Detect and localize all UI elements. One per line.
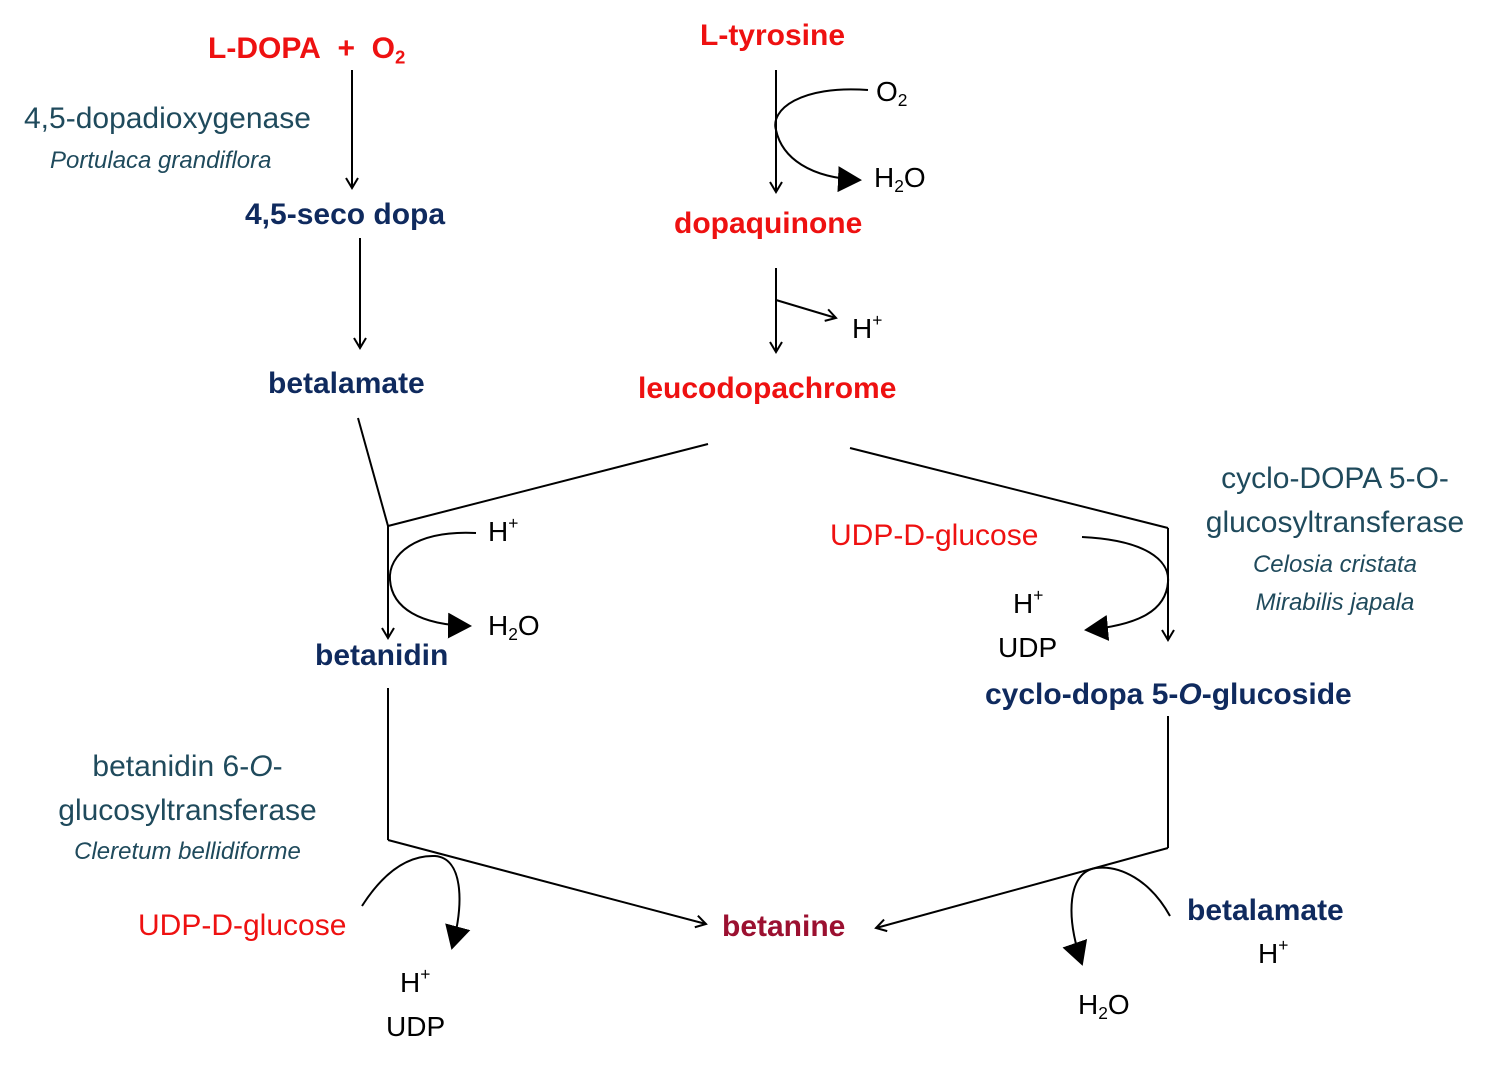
enzyme-betanidin-gt-line1: betanidin 6-O- [92,750,283,783]
line-leucodopachrome-to-left-junction [387,443,709,527]
curve-udp-glucose-to-udp [1081,536,1170,641]
cofactor-udp-glucose-left: UDP-D-glucose [138,909,347,942]
compound-l-tyrosine: L-tyrosine [700,19,846,52]
cofactor-udp-right: UDP [998,632,1058,663]
cofactor-h2o-bottom-right: H2O [1078,989,1130,1024]
cofactor-h-plus-left: H+ [488,512,519,547]
line-betalamate-to-junction [357,417,389,527]
curve-udp-glucose-to-udp-lower [361,854,471,950]
compound-dopaquinone: dopaquinone [674,207,863,240]
organism-celosia: Celosia cristata [1252,551,1418,578]
compound-ldopa-o2: L-DOPA + O2 [208,32,405,68]
organism-portulaca: Portulaca grandiflora [50,147,272,174]
compound-seco-dopa: 4,5-seco dopa [245,198,446,231]
cofactor-h-plus-bottom-right: H+ [1258,934,1289,969]
organism-cleretum: Cleretum bellidiforme [74,838,301,865]
cofactor-h2o-top: H2O [874,162,926,197]
organism-mirabilis: Mirabilis japala [1255,589,1415,616]
compound-betanine: betanine [722,910,846,943]
cofactor-h2o-left: H2O [488,610,540,645]
arrow-cyclo-dopa-glucoside-to-betanine [874,847,1169,933]
compound-leucodopachrome: leucodopachrome [638,372,897,405]
cofactor-udp-bottom: UDP [386,1011,446,1042]
cofactor-h-plus-top: H+ [852,309,883,344]
compound-cyclo-dopa-glucoside: cyclo-dopa 5-O-glucoside [985,678,1352,711]
enzyme-cyclo-dopa-gt-line1: cyclo-DOPA 5-O- [1221,462,1449,495]
curve-h-plus-to-h2o [388,531,477,639]
cofactor-o2: O2 [876,76,908,111]
arrow-release-h-plus [775,299,838,322]
curve-betalamate-to-h2o [1062,866,1171,966]
plus-sign: + [337,32,355,65]
cofactor-h-plus-bottom: H+ [400,963,431,998]
compound-betalamate-left: betalamate [268,367,425,400]
enzyme-cyclo-dopa-gt-line2: glucosyltransferase [1205,506,1465,539]
compound-betalamate-right: betalamate [1187,894,1344,927]
enzyme-betanidin-gt-line2: glucosyltransferase [58,794,317,827]
enzyme-dopadioxygenase: 4,5-dopadioxygenase [24,102,311,135]
compound-betanidin: betanidin [315,639,449,672]
compound-o2: O2 [371,32,406,68]
cofactor-h-plus-right: H+ [1013,584,1044,619]
line-leucodopachrome-to-right-junction [849,447,1169,529]
arrow-betanidin-to-betanine [387,839,708,929]
compound-ldopa: L-DOPA [208,32,321,65]
cofactor-udp-glucose-right: UDP-D-glucose [830,519,1039,552]
curve-o2-to-h2o [774,88,869,193]
